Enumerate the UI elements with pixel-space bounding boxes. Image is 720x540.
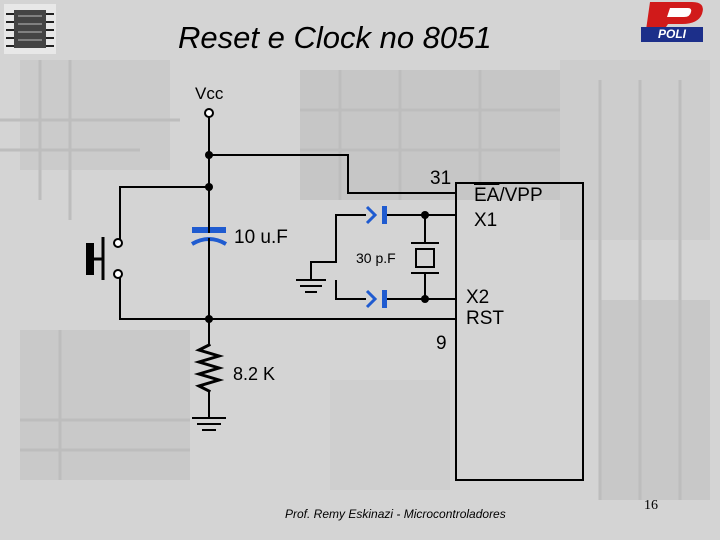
capacitor-10uf-label: 10 u.F bbox=[234, 227, 288, 248]
poli-logo bbox=[646, 2, 703, 30]
capacitor-30pf-x1 bbox=[365, 205, 387, 225]
rst-label: RST bbox=[466, 308, 504, 329]
junction-dots bbox=[205, 151, 429, 323]
button-wire-top bbox=[119, 186, 210, 242]
chip-icon bbox=[4, 4, 56, 54]
capacitor-10uf bbox=[190, 226, 228, 246]
logo-text: POLI bbox=[641, 27, 703, 42]
reset-push-button bbox=[86, 237, 123, 280]
vpp-label: /VPP bbox=[499, 185, 543, 206]
pin-9-label: 9 bbox=[436, 333, 447, 354]
ea-vpp-label: EA/VPP bbox=[474, 185, 543, 207]
x2-label: X2 bbox=[466, 287, 490, 308]
ground-crystal bbox=[296, 279, 326, 293]
capacitor-30pf-x2 bbox=[365, 289, 387, 309]
slide-title: Reset e Clock no 8051 bbox=[178, 20, 492, 55]
x1-label: X1 bbox=[474, 210, 498, 231]
vcc-terminal bbox=[204, 108, 214, 118]
chip-8051 bbox=[455, 182, 584, 481]
crystal-body bbox=[415, 248, 435, 268]
capacitor-30pf-label: 30 p.F bbox=[356, 250, 396, 266]
vcc-label: Vcc bbox=[195, 84, 224, 103]
ground-resistor bbox=[192, 417, 226, 431]
ea-wire bbox=[208, 154, 457, 194]
resistor-label: 8.2 K bbox=[233, 364, 276, 384]
button-wire-bottom bbox=[119, 275, 210, 320]
resistor-8k2 bbox=[193, 342, 225, 394]
page-number: 16 bbox=[644, 498, 658, 513]
ea-bar-label: EA bbox=[474, 185, 500, 206]
footer-text: Prof. Remy Eskinazi - Microcontroladores bbox=[285, 507, 506, 521]
pin-31-label: 31 bbox=[430, 168, 452, 189]
